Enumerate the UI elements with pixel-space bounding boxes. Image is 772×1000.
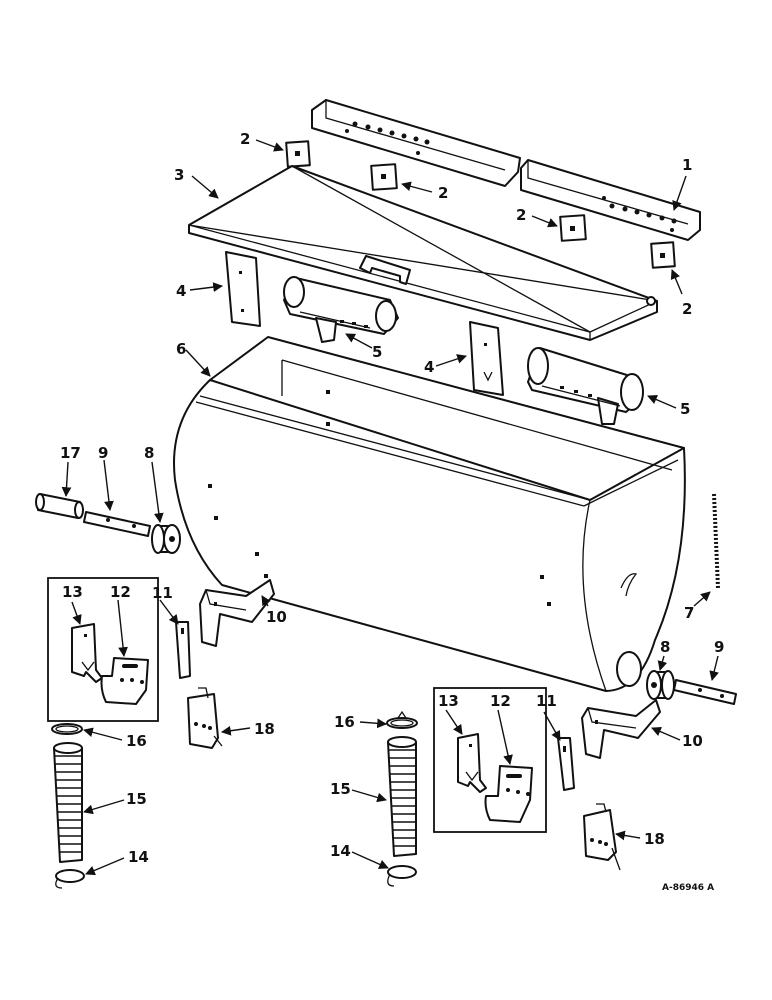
dispenser-part-5-a — [283, 276, 399, 343]
callout-12a: 12 — [110, 583, 131, 601]
callout-labels: 1 2 2 2 2 3 4 4 5 5 6 7 8 8 9 9 17 10 10… — [60, 130, 724, 893]
callout-13a: 13 — [62, 583, 83, 601]
clamp-part-14-a — [55, 869, 85, 889]
callout-17: 17 — [60, 444, 81, 462]
inset-box-b — [433, 687, 547, 833]
clamp-part-14-b — [387, 865, 417, 887]
guide-part-18-b — [583, 803, 621, 871]
shaft-part-9-b — [673, 679, 737, 705]
spring-part-7 — [712, 493, 720, 589]
callout-18b: 18 — [644, 830, 665, 848]
callout-9b: 9 — [714, 638, 724, 656]
callout-5b: 5 — [680, 400, 690, 418]
plate-part-2-a — [285, 140, 311, 168]
callout-15a: 15 — [126, 790, 147, 808]
hose-part-15-b — [387, 736, 417, 857]
callout-18a: 18 — [254, 720, 275, 738]
bracket-part-10-a — [199, 579, 275, 647]
callout-14a: 14 — [128, 848, 149, 866]
mount-part-12-b — [484, 765, 533, 823]
drawing-number: A-86946 A — [662, 883, 714, 893]
callout-9a: 9 — [98, 444, 108, 462]
mount-part-12-a — [100, 657, 149, 705]
dispenser-part-5-b — [527, 347, 644, 425]
callout-14b: 14 — [330, 842, 351, 860]
callout-8a: 8 — [144, 444, 154, 462]
callout-2a: 2 — [240, 130, 250, 148]
callout-11a: 11 — [152, 584, 173, 602]
callout-2c: 2 — [516, 206, 526, 224]
sleeve-part-17 — [35, 493, 84, 519]
plate-part-2-c — [559, 214, 587, 242]
callout-11b: 11 — [536, 692, 557, 710]
inset-box-a — [47, 577, 159, 722]
callout-1: 1 — [682, 156, 692, 174]
latch-part-13-a — [71, 623, 103, 683]
roller-part-8-b — [646, 670, 675, 700]
leader-lines — [61, 139, 719, 876]
hinge-strap-part-1 — [311, 99, 701, 241]
callout-2b: 2 — [438, 184, 448, 202]
roller-part-8-a — [151, 524, 181, 554]
clip-part-11-b — [557, 737, 575, 791]
clip-part-11-a — [175, 621, 191, 679]
callout-7: 7 — [684, 604, 694, 622]
callout-10b: 10 — [682, 732, 703, 750]
ring-part-16-b — [386, 710, 418, 729]
callout-16b: 16 — [334, 713, 355, 731]
callout-5a: 5 — [372, 343, 382, 361]
plate-part-2-b — [370, 163, 398, 191]
callout-10a: 10 — [266, 608, 287, 626]
guide-part-18-a — [187, 687, 223, 749]
callout-15b: 15 — [330, 780, 351, 798]
latch-part-13-b — [457, 733, 487, 793]
shaft-part-9-a — [83, 511, 151, 537]
callout-3: 3 — [174, 166, 184, 184]
lid-part-3 — [188, 165, 658, 341]
callout-6: 6 — [176, 340, 186, 358]
callout-4b: 4 — [424, 358, 434, 376]
callout-2d: 2 — [682, 300, 692, 318]
callout-13b: 13 — [438, 692, 459, 710]
hose-part-15-a — [53, 742, 83, 863]
box-part-6 — [173, 336, 686, 692]
callout-16a: 16 — [126, 732, 147, 750]
plate-part-2-d — [650, 241, 676, 269]
hinge-leaf-part-4-b — [469, 321, 504, 396]
hinge-leaf-part-4-a — [225, 251, 261, 327]
bracket-part-10-b — [581, 699, 661, 759]
callout-4a: 4 — [176, 282, 186, 300]
callout-8b: 8 — [660, 638, 670, 656]
callout-12b: 12 — [490, 692, 511, 710]
ring-part-16-a — [51, 723, 83, 735]
